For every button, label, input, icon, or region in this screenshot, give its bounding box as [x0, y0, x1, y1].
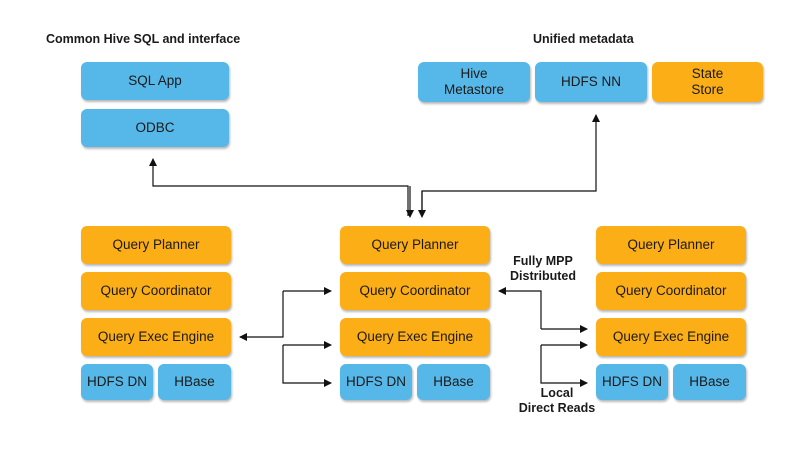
arrow-to-metadata — [421, 114, 600, 216]
common-interface-heading: Common Hive SQL and interface — [46, 32, 241, 46]
left-query-coordinator-label: Query Coordinator — [100, 283, 212, 298]
fully-mpp-line2: Distributed — [510, 269, 576, 283]
local-direct-reads-line1: Local — [540, 386, 574, 400]
state-store-label-line2: Store — [691, 82, 724, 97]
state-store-label-line1: State — [691, 66, 724, 81]
left-query-planner-box: Query Planner — [81, 226, 231, 264]
right-query-exec-engine-box: Query Exec Engine — [596, 318, 746, 356]
odbc-box: ODBC — [81, 109, 229, 147]
arrow-to-odbc — [149, 158, 409, 216]
right-hbase-box: HBase — [673, 364, 746, 400]
arrow-right-hdfs-local — [540, 345, 588, 387]
right-query-coordinator-box: Query Coordinator — [596, 272, 746, 310]
fully-mpp-line1: Fully MPP — [513, 254, 573, 268]
right-query-planner-label: Query Planner — [627, 237, 715, 252]
odbc-label: ODBC — [135, 120, 175, 135]
sql-app-box: SQL App — [81, 62, 229, 100]
left-query-exec-engine-box: Query Exec Engine — [81, 318, 231, 356]
right-query-exec-engine-label: Query Exec Engine — [612, 329, 730, 344]
left-hdfs-dn-label: HDFS DN — [87, 374, 147, 389]
right-hdfs-dn-box: HDFS DN — [596, 364, 668, 400]
hive-metastore-label-line2: Metastore — [443, 82, 505, 97]
center-hdfs-dn-label: HDFS DN — [346, 374, 406, 389]
left-query-exec-engine-label: Query Exec Engine — [97, 329, 215, 344]
center-query-coordinator-box: Query Coordinator — [340, 272, 490, 310]
hdfs-nn-label: HDFS NN — [561, 74, 621, 89]
local-direct-reads-line2: Direct Reads — [518, 401, 596, 415]
center-hbase-box: HBase — [417, 364, 490, 400]
right-hdfs-dn-label: HDFS DN — [602, 374, 662, 389]
arrow-center-to-left-exec — [239, 291, 284, 341]
left-query-planner-label: Query Planner — [112, 237, 200, 252]
center-hbase-label: HBase — [433, 374, 474, 389]
left-hdfs-dn-box: HDFS DN — [81, 364, 153, 400]
hdfs-nn-box: HDFS NN — [535, 62, 647, 102]
center-query-coordinator-label: Query Coordinator — [359, 283, 471, 298]
center-query-planner-box: Query Planner — [340, 226, 490, 264]
left-hbase-label: HBase — [174, 374, 215, 389]
arrow-to-center-coordinator-right — [498, 287, 542, 329]
right-query-planner-box: Query Planner — [596, 226, 746, 264]
center-query-planner-label: Query Planner — [371, 237, 459, 252]
right-query-coordinator-label: Query Coordinator — [615, 283, 727, 298]
right-hbase-label: HBase — [689, 374, 730, 389]
center-query-exec-engine-box: Query Exec Engine — [340, 318, 490, 356]
left-hbase-box: HBase — [158, 364, 231, 400]
arrow-to-center-hdfs — [282, 345, 332, 387]
sql-app-label: SQL App — [128, 73, 182, 88]
center-query-exec-engine-label: Query Exec Engine — [356, 329, 474, 344]
unified-metadata-heading: Unified metadata — [533, 32, 634, 46]
hive-metastore-label-line1: Hive — [460, 66, 488, 81]
center-hdfs-dn-box: HDFS DN — [340, 364, 412, 400]
left-query-coordinator-box: Query Coordinator — [81, 272, 231, 310]
